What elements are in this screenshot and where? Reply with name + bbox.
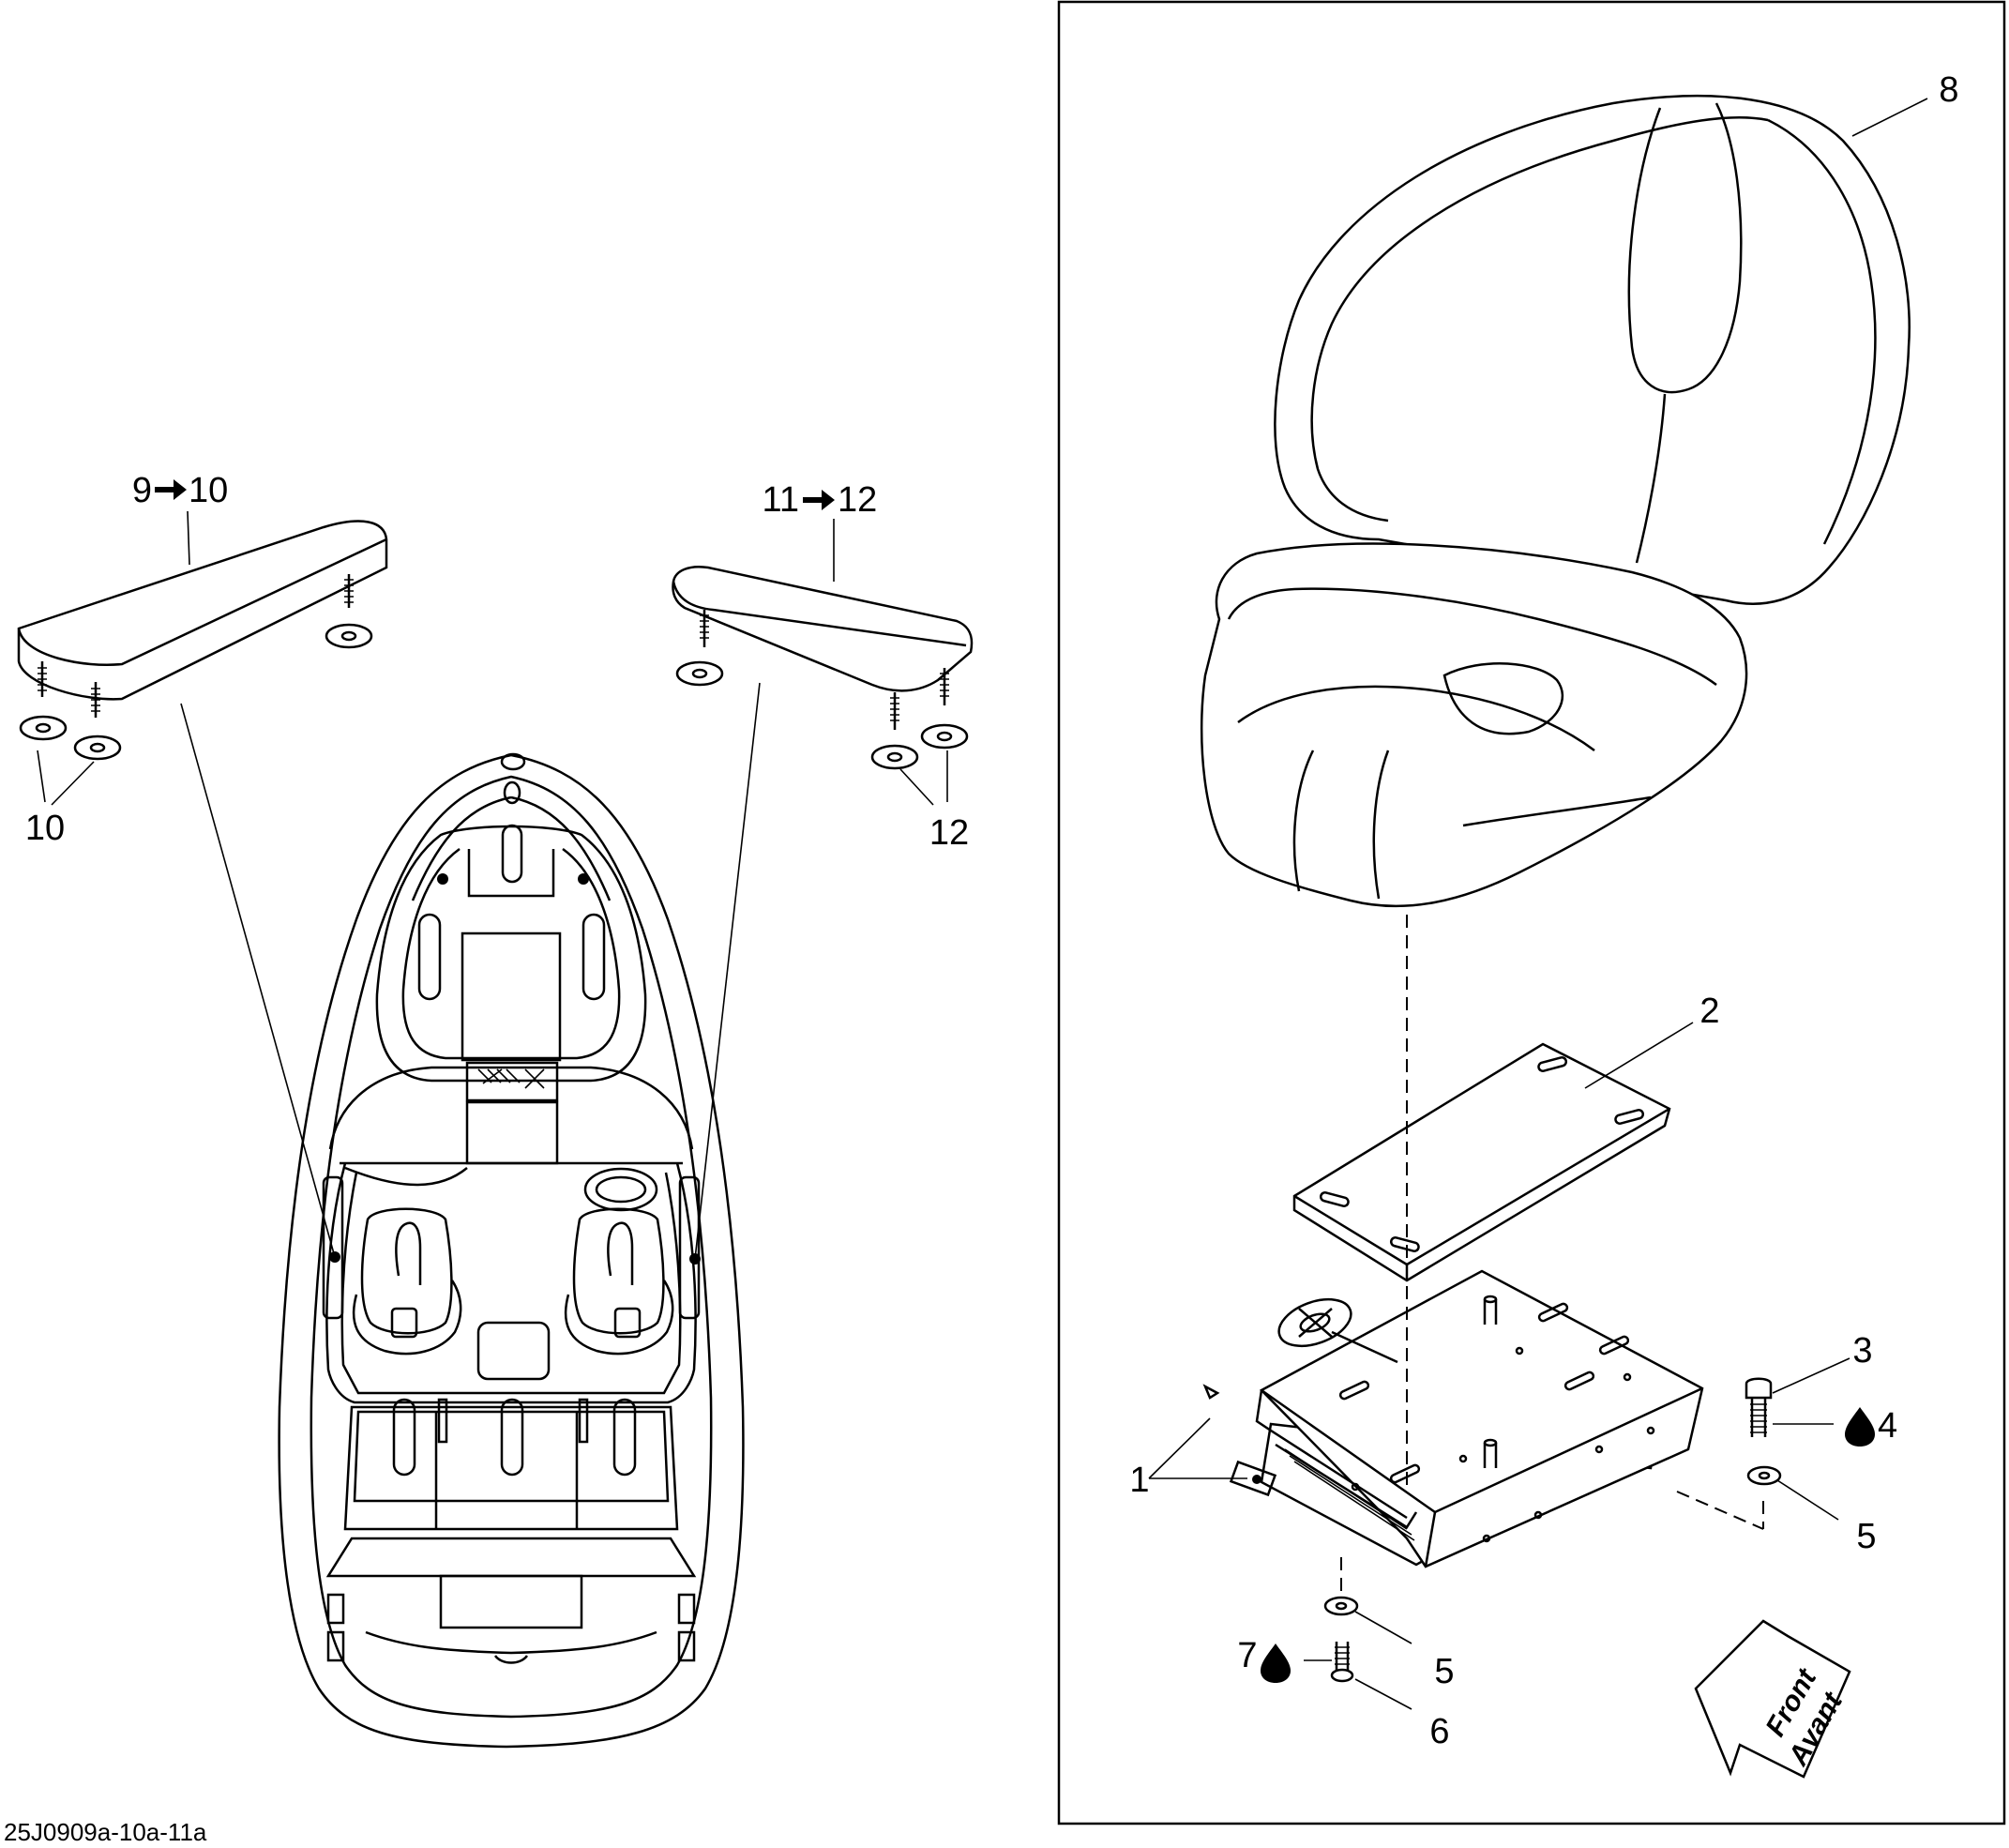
bolt xyxy=(1745,1377,1773,1437)
callout-10-washers: 10 xyxy=(25,809,65,848)
callout-1: 1 xyxy=(1129,1461,1149,1500)
front-direction-arrow: Front Avant xyxy=(1694,1619,1851,1779)
callout-3: 3 xyxy=(1852,1331,1872,1371)
callout-2: 2 xyxy=(1699,992,1719,1031)
callout-5-bottom: 5 xyxy=(1434,1652,1454,1691)
cushion-stud xyxy=(38,661,47,697)
mounting-plate xyxy=(1292,1042,1671,1282)
washer xyxy=(1323,1596,1359,1616)
arrow-right-icon xyxy=(155,479,187,500)
right-armrest-cushion xyxy=(672,519,974,1260)
cushion-stud xyxy=(344,574,354,608)
callout-11: 11 xyxy=(763,480,799,520)
drop-icon xyxy=(1845,1407,1875,1447)
cushion-stud xyxy=(940,668,949,705)
washer xyxy=(19,715,68,741)
washer xyxy=(325,623,373,649)
cushion-stud xyxy=(890,692,899,730)
seat-slider-base xyxy=(1202,1269,1704,1568)
callout-6: 6 xyxy=(1429,1712,1449,1751)
callout-9: 9 xyxy=(132,471,152,510)
callout-12-primary: 12 xyxy=(838,480,877,520)
callout-10-primary: 10 xyxy=(189,471,228,510)
callout-5-right: 5 xyxy=(1856,1517,1876,1556)
washer xyxy=(870,744,919,770)
drop-icon xyxy=(1261,1644,1291,1683)
left-armrest-cushion xyxy=(17,510,388,1258)
callout-8: 8 xyxy=(1939,70,1958,110)
cushion-stud xyxy=(91,682,100,718)
bucket-seat xyxy=(1200,94,1911,908)
washer xyxy=(73,735,122,761)
boat-hull-top-view xyxy=(278,752,745,1749)
diagram-reference-code: 25J0909a-10a-11a xyxy=(4,1818,207,1846)
arrow-right-icon xyxy=(803,490,835,510)
screw xyxy=(1330,1642,1354,1683)
callout-12-washers: 12 xyxy=(929,813,969,853)
cushion-stud xyxy=(700,610,709,647)
callout-7: 7 xyxy=(1237,1636,1257,1675)
callout-4: 4 xyxy=(1878,1406,1897,1446)
detail-frame xyxy=(1057,0,2006,1825)
washer xyxy=(675,660,724,687)
washer xyxy=(1746,1465,1782,1486)
washer xyxy=(920,723,969,750)
